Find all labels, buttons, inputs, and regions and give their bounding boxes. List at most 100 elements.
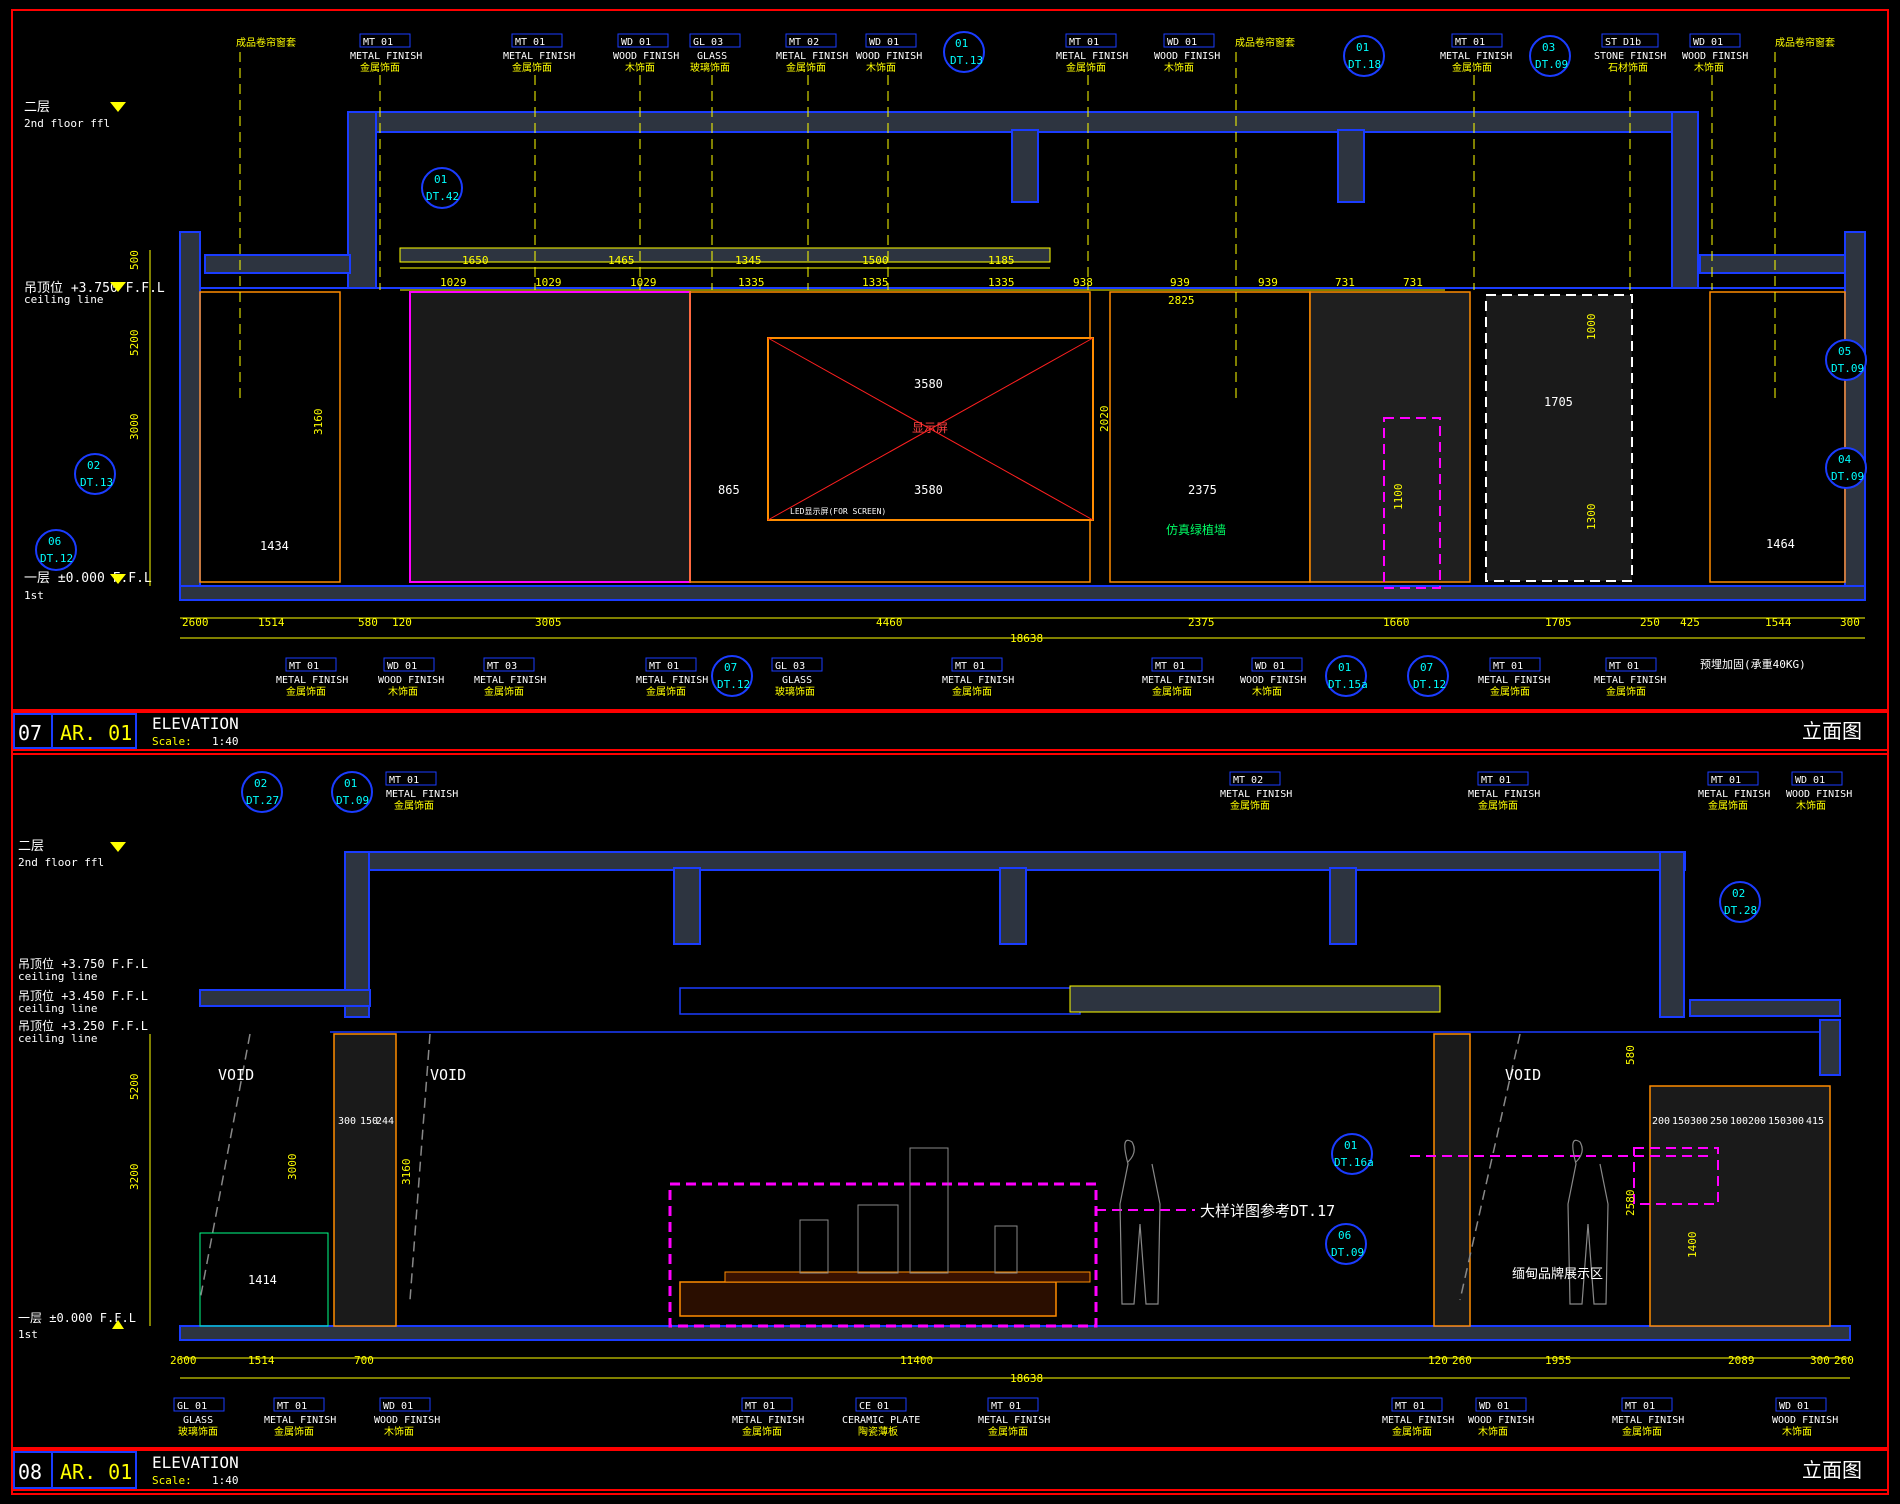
dim-07-865: 865 [718,483,740,497]
callout-ref: DT.12 [717,678,750,691]
finish-tag-name: METAL FINISH [503,51,575,62]
finish-tag-cn: 木饰面 [1252,685,1282,698]
finish-tag-box [987,1397,1039,1412]
finish-tag-box [865,33,917,48]
stone-panel [1485,294,1633,582]
inner-labels-08: VOID VOID VOID 大样详图参考DT.17 缅甸品牌展示区 1414 … [218,1066,1824,1287]
finish-tag-cn: 木饰面 [1694,61,1724,74]
top-dim-07-b6: 938 [1073,276,1093,289]
bottom-dim-08-0: 2600 [170,1354,197,1367]
callout-circle [331,771,373,813]
panel-08-frame [11,753,1889,1449]
finish-tag-code: WD 01 [1167,37,1197,48]
top-dim-07-a3: 1500 [862,254,889,267]
finish-tag-cn: 木饰面 [384,1425,414,1438]
left-wood-column [333,1033,397,1327]
finish-tag-box [1791,771,1843,786]
finish-tag-box [771,657,823,672]
wall-panels-07 [199,247,1846,589]
finish-tag-code: MT 01 [1609,661,1639,672]
finish-tag-cn: 金属饰面 [786,61,826,74]
scale-label-07: Scale: [152,735,192,748]
finish-tag-cn: 金属饰面 [484,685,524,698]
finish-tag-name: 成品卷帘窗套 [1235,36,1295,49]
callout-ref: DT.12 [1413,678,1446,691]
top-dim-07-b1: 1029 [535,276,562,289]
finish-tag-cn: 金属饰面 [1490,685,1530,698]
finish-tag-box [741,1397,793,1412]
finish-tag-code: MT 01 [955,661,985,672]
bottom-dim-07-8: 1705 [1545,616,1572,629]
finish-tag-code: MT 02 [789,37,819,48]
bottom-dim-08-5: 260 [1452,1354,1472,1367]
finish-tag-code: MT 01 [1455,37,1485,48]
left-wall-07 [347,111,377,289]
finish-tag-name: WOOD FINISH [1468,1415,1534,1426]
finish-tag-name: METAL FINISH [276,675,348,686]
finish-tag-code: MT 01 [1625,1401,1655,1412]
left-glass-planter [199,1232,329,1327]
void-line-c [1459,1033,1521,1301]
bottom-dim-08-8: 300 [1810,1354,1830,1367]
finish-tag-name: GLASS [183,1415,213,1426]
finish-tag-box [1601,33,1659,48]
finish-tag-code: WD 01 [1479,1401,1509,1412]
callout-circle [943,31,985,73]
finish-tag-name: METAL FINISH [1698,789,1770,800]
finish-tag-name: METAL FINISH [732,1415,804,1426]
height-dim-08-1: 3200 [128,1164,141,1191]
finish-tag-box [951,657,1003,672]
finish-tag-code: MT 03 [487,661,517,672]
finish-tag-cn: 石材饰面 [1608,61,1648,74]
wall-panels-08 [199,1033,1831,1328]
finish-tag-cn: 金属饰面 [1066,61,1106,74]
plant-wall [1109,291,1311,583]
finish-tag-name: WOOD FINISH [1154,51,1220,62]
left-soffit-07 [204,254,351,274]
callout-circle [421,167,463,209]
callout-num: 01 [344,777,357,790]
finish-tag-box [173,1397,225,1412]
dim-07-1464: 1464 [1766,537,1795,551]
model-highlight [668,1182,1098,1328]
right-title-07: 立面图 [1802,719,1862,743]
height-dim-07-2: 3000 [128,414,141,441]
callout-num: 02 [254,777,267,790]
callout-num: 01 [434,173,447,186]
bottom-dim-07-7: 1660 [1383,616,1410,629]
finish-tag-cn: 金属饰面 [952,685,992,698]
callout-circle [1325,1223,1367,1265]
finish-tag-name: METAL FINISH [1594,675,1666,686]
right-column-07 [1844,231,1866,593]
finish-tag-name: METAL FINISH [978,1415,1050,1426]
finish-tag-code: MT 01 [991,1401,1021,1412]
callout-circle [1825,447,1867,489]
finish-tag-box [1621,1397,1673,1412]
bottom-dim-07-2: 580 [358,616,378,629]
model-tower-a [909,1147,949,1274]
finish-tag-name: 成品卷帘窗套 [1775,36,1835,49]
finish-tag-cn: 木饰面 [1164,61,1194,74]
callout-num: 01 [1356,41,1369,54]
level-08-0-marker [110,842,126,852]
finish-tag-box [1689,33,1741,48]
callout-ref: DT.13 [950,54,983,67]
callout-circle [1325,655,1367,697]
level-08-1-en: ceiling line [18,970,97,983]
beam-08-b [999,867,1027,945]
finish-tag-box [511,33,563,48]
